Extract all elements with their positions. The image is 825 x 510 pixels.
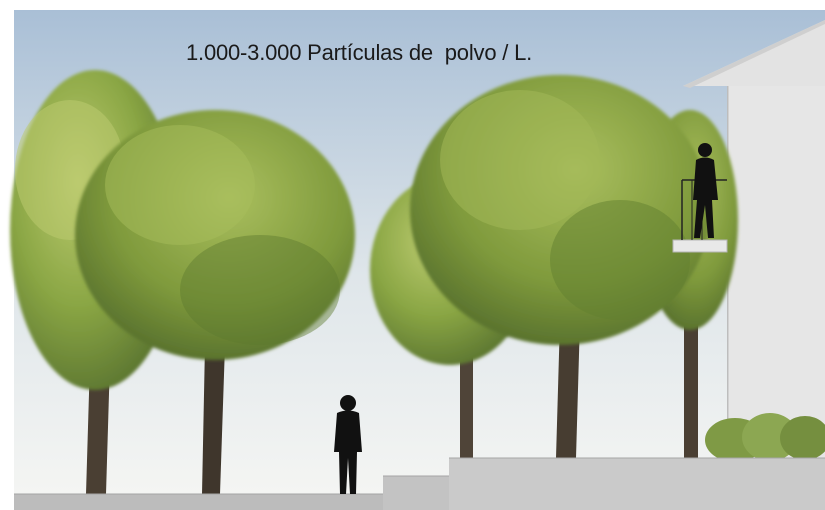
- tree: [410, 75, 710, 458]
- person-standing: [334, 395, 362, 494]
- stepped-sidewalk: [14, 457, 825, 510]
- tree: [75, 110, 355, 494]
- dust-particle-caption: 1.000-3.000 Partículas de polvo / L.: [186, 40, 533, 65]
- person-on-balcony: [693, 143, 718, 238]
- building: [683, 20, 825, 458]
- shrub: [705, 413, 825, 462]
